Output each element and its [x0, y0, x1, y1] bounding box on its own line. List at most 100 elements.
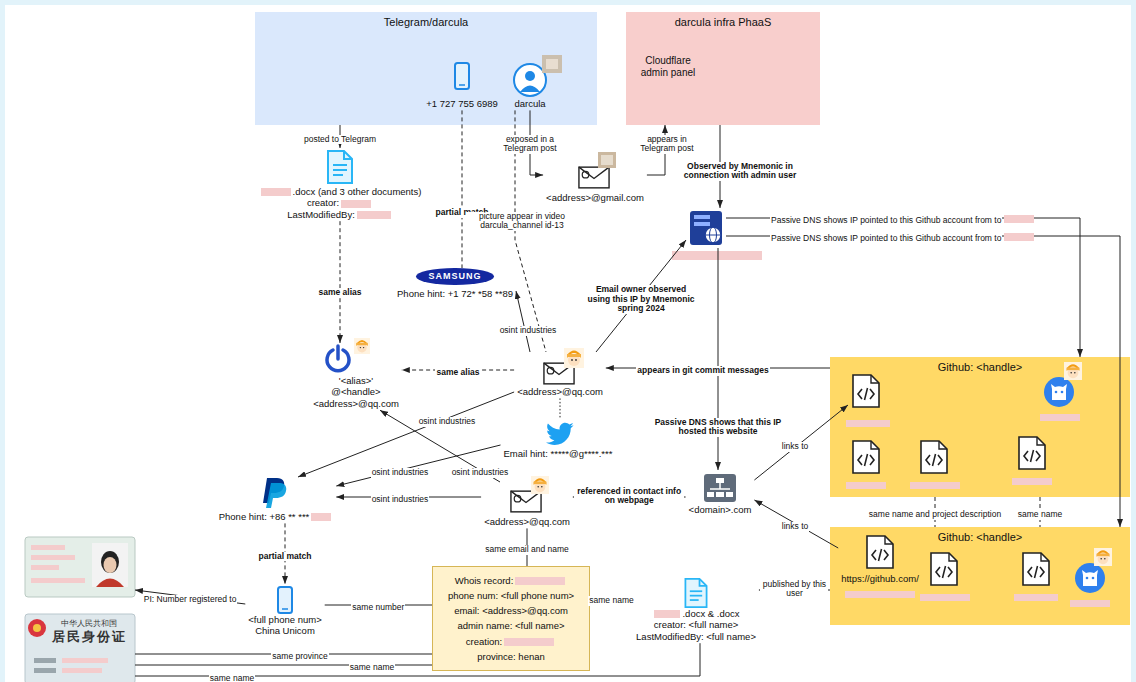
node-text: https://github.com/ [841, 573, 919, 584]
node-text: creator: [307, 197, 339, 208]
edge-label-box: osint industries [451, 461, 510, 479]
edge-label: same alias [317, 288, 362, 298]
text-row: LastModifiedBy: <full name> [636, 631, 756, 642]
text-row: Telegram/darcula [258, 16, 594, 29]
edge-label-box: posted to Telegram [303, 128, 377, 146]
band-title: Github: <handle> [938, 361, 1022, 373]
node-text: province: henan [477, 651, 545, 662]
redaction-bar [504, 638, 554, 646]
edge-label-box: same alias [317, 281, 362, 299]
band-title: darcula infra PhaaS [675, 16, 772, 28]
node-text: <address>@gmail.com [546, 192, 644, 203]
edge-label-box: same name [349, 656, 395, 674]
edge-label-box: same name [1017, 503, 1063, 521]
node-text: China Unicom [255, 625, 315, 636]
node-text: Phone hint: +1 72* *58 **89 [397, 288, 513, 299]
node-text: Cloudflare admin panel [641, 55, 695, 78]
redaction-bar [1004, 233, 1034, 241]
connector [462, 110, 463, 268]
edge-label: published by this user [760, 580, 828, 600]
node-text: <address>@qq.com [517, 386, 603, 397]
edge-label: same name [349, 663, 395, 673]
text-row: email: <address>@qq.com [437, 605, 585, 616]
node-text: <address>@qq.com [313, 398, 399, 409]
text-row: Github: <handle> [833, 361, 1127, 374]
edge-label: same name and project description [868, 510, 1002, 520]
edge-label-box: Passive DNS shows IP pointed to this Git… [770, 209, 1036, 227]
node-text: 居民身份证 [52, 629, 127, 644]
text-row: Email hint: *****@g****.*** [504, 448, 613, 459]
edge-label-box: exposed in a Telegram post [497, 135, 563, 156]
edge-label: appears in git commit messages [636, 366, 769, 376]
edge-label: same name [1017, 510, 1063, 520]
edge-label: PI: Number registered to [143, 595, 238, 605]
edge-label-box: same number [351, 596, 405, 614]
edge-label-box: appears in git commit messages [636, 359, 769, 377]
edge-label-box: osint industries [499, 319, 558, 337]
edge-label: Passive DNS shows IP pointed to this Git… [770, 234, 1002, 244]
edge-label-box: osint industries [418, 410, 477, 428]
connector [726, 236, 1120, 527]
edge-label: osint industries [451, 468, 510, 478]
node-text: LastModifiedBy: <full name> [636, 631, 756, 642]
edge-label: picture appear in video darcula_channel … [466, 212, 578, 232]
phone-hint-node: SAMSUNGPhone hint: +1 72* *58 **89 [394, 268, 516, 300]
edge-label-box: same name and project description [868, 503, 1002, 521]
edge-label: same name [588, 596, 634, 606]
whois-box: Whois record:phone num: <full phone num>… [432, 566, 590, 671]
node-text: <full phone num> [248, 614, 321, 625]
edge-label: Observed by Mnemonic in connection with … [678, 162, 802, 182]
edge-label-box: partial match [258, 545, 313, 563]
node-text: +1 727 755 6989 [426, 98, 498, 109]
text-row: https://github.com/ [841, 573, 919, 584]
node-text: creation: [466, 636, 502, 647]
redaction-bar [1004, 215, 1034, 223]
edge-label-box: links to [781, 435, 809, 453]
redaction-bar [311, 513, 331, 521]
edge-label: osint industries [499, 326, 558, 336]
edge-label: osint industries [371, 495, 430, 505]
edge-label-box: links to [781, 515, 809, 533]
redaction-bar [515, 577, 565, 585]
edge-label-box: Passive DNS shows IP pointed to this Git… [770, 227, 1036, 245]
text-row: <address>@qq.com [313, 398, 399, 409]
text-row: +1 727 755 6989 [426, 98, 498, 109]
node-text: '<alias>' [339, 375, 373, 386]
edge-label-box: same name [209, 667, 255, 682]
edge-label-box: osint industries [371, 461, 430, 479]
text-row: '<alias>' [313, 375, 399, 386]
node-text: creator: <full name> [654, 619, 739, 630]
connector [340, 221, 341, 343]
connector [336, 445, 500, 486]
text-row: Phone hint: +86 ** *** [219, 511, 334, 522]
edge-label-box: PI: Number registered to [143, 588, 238, 606]
edge-label-box: same province [271, 645, 328, 663]
text-row: <address>@qq.com [517, 386, 603, 397]
node-text: @<handle> [331, 386, 380, 397]
text-row: darcula [514, 98, 545, 109]
connector [560, 398, 561, 418]
edge-label-box: Passive DNS shows that this IP hosted th… [648, 418, 788, 439]
edge-label: appears in Telegram post [636, 135, 698, 155]
edge-label: links to [781, 522, 809, 532]
edge-label: same name [209, 674, 255, 682]
text-row: 居民身份证 [47, 629, 131, 645]
edge-label-box: picture appear in video darcula_channel … [466, 212, 578, 233]
edge-label-box: published by this user [760, 580, 828, 601]
edge-label: same alias [435, 368, 480, 378]
redaction-bar [357, 211, 391, 219]
edge-label: same province [271, 652, 328, 662]
edge-label: same number [351, 603, 405, 613]
connector [754, 500, 838, 548]
node-text: LastModifiedBy: [287, 209, 355, 220]
edge-label-box: appears in Telegram post [636, 135, 698, 156]
node-text: 中华人民共和国 [61, 619, 117, 628]
node-text: Email hint: *****@g****.*** [504, 448, 613, 459]
node-text: <domain>.com [689, 504, 752, 515]
connector [135, 643, 700, 676]
node-text: admin name: <full name> [457, 620, 564, 631]
text-row: Cloudflare admin panel [639, 55, 697, 78]
edge-label-box: Email owner observed using this IP by Mn… [585, 285, 697, 316]
